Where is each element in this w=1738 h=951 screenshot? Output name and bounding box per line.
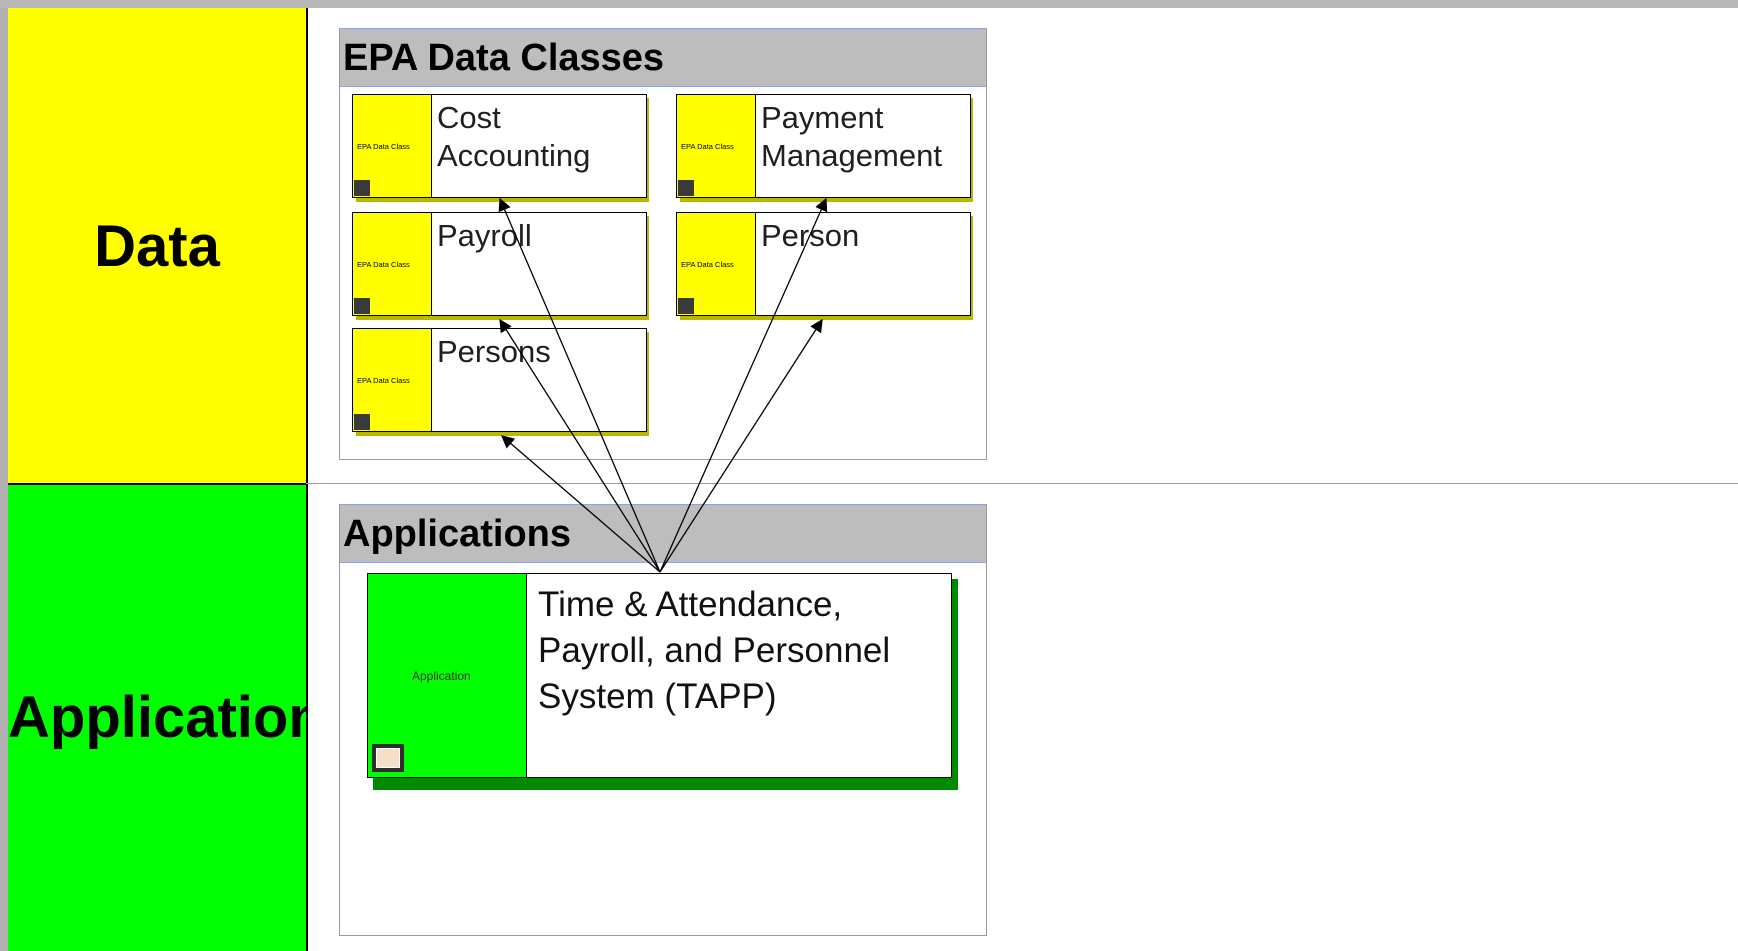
title-line: Management [761, 138, 942, 173]
lane-data-text: Data [94, 213, 220, 279]
element-type-icon [354, 414, 370, 430]
group-applications-title: Applications [340, 505, 986, 563]
data-class-cost-accounting[interactable]: EPA Data Class Cost Accounting [352, 94, 647, 198]
application-tapp[interactable]: Application Time & Attendance, Payroll, … [367, 573, 952, 778]
data-class-title: Payment Management [761, 99, 942, 175]
stereotype-label: EPA Data Class [357, 376, 410, 385]
title-line: Persons [437, 334, 551, 369]
application-title: Time & Attendance, Payroll, and Personne… [538, 582, 890, 720]
lane-application-text: Application [8, 685, 308, 750]
arrow-to-payment-management [659, 197, 828, 573]
application-window-icon [372, 744, 404, 772]
stereotype-label: EPA Data Class [681, 260, 734, 269]
stereotype-label: Application [412, 669, 471, 683]
arrow-to-payroll [499, 318, 661, 573]
arrow-to-persons [501, 435, 661, 573]
lane-application-label: Application [8, 484, 308, 951]
stereotype-label: EPA Data Class [357, 142, 410, 151]
application-swatch [368, 574, 527, 777]
element-type-icon [354, 298, 370, 314]
lane-separator [306, 483, 1738, 484]
element-type-icon [354, 180, 370, 196]
element-type-icon [678, 298, 694, 314]
data-class-title: Persons [437, 333, 551, 371]
lane-data-label: Data [8, 8, 308, 484]
data-class-title: Cost Accounting [437, 99, 590, 175]
element-type-icon [678, 180, 694, 196]
group-epa-data-classes-title: EPA Data Classes [340, 29, 986, 87]
data-class-person[interactable]: EPA Data Class Person [676, 212, 971, 316]
arrow-to-cost-accounting [498, 197, 661, 573]
arrow-to-person [659, 318, 823, 573]
left-border [0, 8, 8, 951]
title-line: Payroll, and Personnel [538, 631, 891, 670]
data-class-payroll[interactable]: EPA Data Class Payroll [352, 212, 647, 316]
data-class-persons[interactable]: EPA Data Class Persons [352, 328, 647, 432]
stereotype-label: EPA Data Class [357, 260, 410, 269]
title-line: System (TAPP) [538, 677, 777, 716]
lane-separator-left [8, 483, 306, 485]
title-line: Accounting [437, 138, 591, 173]
title-line: Time & Attendance, [538, 585, 843, 624]
title-line: Payment [761, 100, 884, 135]
title-line: Cost [437, 100, 501, 135]
top-border [0, 0, 1738, 8]
data-class-payment-management[interactable]: EPA Data Class Payment Management [676, 94, 971, 198]
stereotype-label: EPA Data Class [681, 142, 734, 151]
